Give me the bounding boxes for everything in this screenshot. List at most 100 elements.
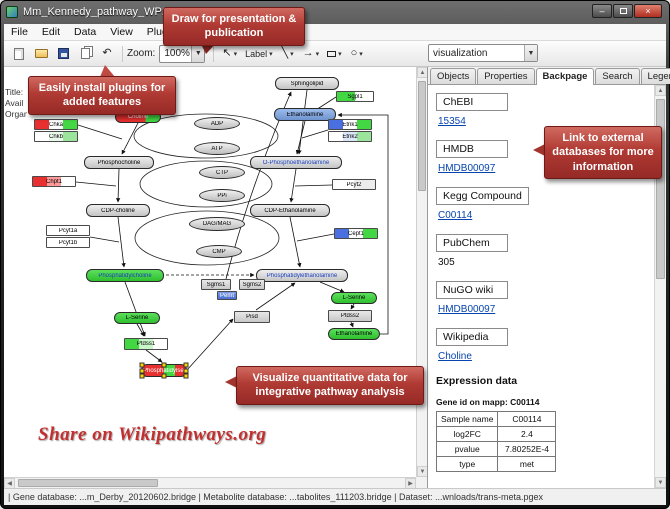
pathway-node-sphingolipid[interactable]: Sphingolipid [275,77,339,90]
tab-legend[interactable]: Legend [640,68,670,84]
pathway-node-phosphatidylethanolamine[interactable]: Phosphatidylethanolamine [256,269,348,282]
save-button[interactable] [53,44,73,63]
pathway-node-pcyt1b[interactable]: Pcyt1b [46,237,90,248]
pathway-node-sgms1[interactable]: Sgms1 [201,279,231,290]
pathway-node-ppi[interactable]: PPi [199,189,245,202]
pathway-node-cept1[interactable]: Cept1 [334,228,378,239]
selection-handle[interactable] [161,373,167,379]
pathway-node-ethanolamine-right[interactable]: Ethanolamine [328,328,380,340]
menu-edit[interactable]: Edit [41,26,61,38]
pathway-node-pcyt2[interactable]: Pcyt2 [332,179,376,190]
pathway-node-chka[interactable]: Chka [34,119,78,130]
node-label: CTP [216,169,228,176]
external-database-link[interactable]: HMDB00097 [438,163,496,174]
panel-vertical-scrollbar[interactable]: ▲ ▼ [654,85,666,488]
node-label: O-Phosphoethanolamine [262,159,330,166]
horizontal-scroll-thumb[interactable] [18,479,158,487]
maximize-button[interactable] [613,4,633,18]
pathway-node-l-serine-right[interactable]: L-Serine [331,292,377,304]
tab-search[interactable]: Search [595,68,640,84]
panel-scroll-thumb[interactable] [656,99,665,279]
chevron-down-icon: ▼ [524,45,537,61]
pathway-node-dag-mag[interactable]: DAG/MAG [189,217,245,231]
title-bar[interactable]: Mm_Kennedy_pathway_WP1771_45176.gpml – × [0,0,670,24]
scroll-left-icon[interactable]: ◀ [4,478,15,488]
canvas-vertical-scrollbar[interactable]: ▲ ▼ [416,67,427,477]
table-cell: 2.4 [497,426,557,442]
visualization-combobox[interactable]: visualization ▼ [428,44,538,62]
node-label: Etnk2 [342,133,358,140]
table-cell: pvalue [435,441,499,457]
scroll-up-icon[interactable]: ▲ [655,85,666,96]
external-database-link[interactable]: 15354 [438,116,466,127]
selection-handle[interactable] [139,362,145,368]
external-database-link[interactable]: HMDB00097 [438,304,496,315]
backpage-section-header: HMDB [436,140,508,158]
scroll-right-icon[interactable]: ▶ [405,478,416,488]
selection-handle[interactable] [161,362,167,368]
tab-properties[interactable]: Properties [477,68,535,84]
rectangle-tool-button[interactable]: ▾ [324,44,345,63]
pathway-node-o-phosphoethanolamine[interactable]: O-Phosphoethanolamine [250,156,342,169]
pathway-node-phosphocholine[interactable]: Phosphocholine [84,156,154,169]
open-button[interactable] [31,44,51,63]
tab-objects[interactable]: Objects [430,68,477,84]
scroll-up-icon[interactable]: ▲ [417,67,427,78]
select-tool-button[interactable]: ↖▾ [219,44,240,63]
node-label: Choline [127,114,149,120]
pathway-node-chkb[interactable]: Chkb [34,131,78,142]
pathway-node-pcyt1a[interactable]: Pcyt1a [46,225,90,236]
pathway-node-cmp[interactable]: CMP [196,245,242,258]
pathway-node-etnk2[interactable]: Etnk2 [328,131,372,142]
selection-handle[interactable] [183,373,189,379]
scroll-down-icon[interactable]: ▼ [417,466,427,477]
canvas-horizontal-scrollbar[interactable]: ◀ ▶ [4,477,416,488]
pathway-node-ethanolamine-top[interactable]: Ethanolamine [274,108,336,121]
label-tool-button[interactable]: Label▾ [242,44,276,63]
pathway-node-cdp-choline[interactable]: CDP-choline [86,204,150,217]
pathway-node-sgpl1[interactable]: Sgpl1 [336,91,374,102]
copy-button[interactable] [75,44,95,63]
minimize-button[interactable]: – [592,4,612,18]
vertical-scroll-thumb[interactable] [418,81,426,191]
new-button[interactable] [9,44,29,63]
pathway-node-pisd[interactable]: Pisd [234,311,270,323]
pathway-node-atp[interactable]: ATP [194,142,240,155]
pathway-node-cdp-ethanolamine[interactable]: CDP-Ethanolamine [250,204,330,217]
line-tool-button[interactable]: ╲▾ [278,44,298,63]
menu-file[interactable]: File [11,26,28,38]
pathway-node-adp[interactable]: ADP [194,117,240,130]
menu-view[interactable]: View [110,26,133,38]
pathway-node-chpt1[interactable]: Chpt1 [32,176,76,187]
table-cell: log2FC [435,426,499,442]
pathway-node-phosphatidylcholine[interactable]: Phosphatidylcholine [86,269,164,282]
pathway-node-ptdss2[interactable]: Ptdss2 [328,310,372,322]
scroll-down-icon[interactable]: ▼ [655,477,666,488]
pathway-node-etnk1[interactable]: Etnk1 [328,119,372,130]
backpage-section-header: Wikipedia [436,328,508,346]
close-button[interactable]: × [634,4,662,18]
pathway-node-pemt[interactable]: Pemt [217,291,237,300]
tab-backpage[interactable]: Backpage [535,68,595,85]
callout-pointer [100,65,115,77]
undo-button[interactable]: ↶ [97,44,117,63]
gene-id-line: Gene id on mapp: C00114 [436,397,540,407]
node-label: Pcyt1a [58,227,78,234]
pathway-node-ctp[interactable]: CTP [199,166,245,179]
external-database-link[interactable]: C00114 [438,210,473,221]
selection-handle[interactable] [139,368,145,373]
arrow-tool-button[interactable]: →▾ [300,44,323,63]
pathway-node-phosphatidylserine[interactable]: Phosphatidylserine [139,362,189,379]
pathway-node-sgms2[interactable]: Sgms2 [239,279,265,290]
zoom-combobox[interactable]: 100% ▼ [159,44,206,63]
menu-data[interactable]: Data [74,26,97,38]
pathway-node-l-serine-left[interactable]: L-Serine [114,312,160,324]
selection-handle[interactable] [183,362,189,368]
pathway-node-ptdss1[interactable]: Ptdss1 [124,338,168,350]
selection-handle[interactable] [183,368,189,373]
copy-icon [80,48,90,59]
oval-tool-button[interactable]: ○▾ [347,44,367,63]
external-database-link[interactable]: Choline [438,351,472,362]
selection-handle[interactable] [139,373,145,379]
